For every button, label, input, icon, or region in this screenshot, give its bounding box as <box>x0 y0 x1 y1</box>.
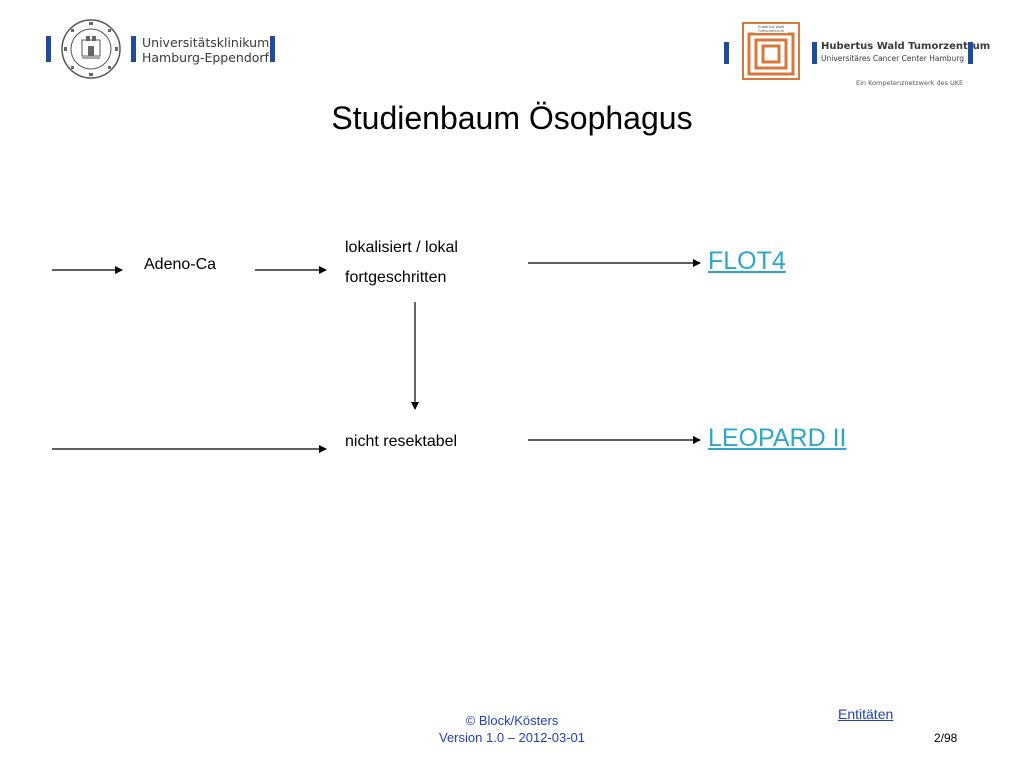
uke-logo-bar-right <box>270 36 275 62</box>
hw-logo-emblem-icon: Hubertus Wald Tumorzentrum <box>742 22 800 80</box>
uke-logo-text: Universitätsklinikum Hamburg-Eppendorf <box>142 35 269 65</box>
uke-logo-line2: Hamburg-Eppendorf <box>142 50 269 65</box>
hw-logo-bar-right <box>968 42 973 64</box>
node-nicht-resektabel: nicht resektabel <box>345 433 458 450</box>
hw-logo-text: Hubertus Wald Tumorzentrum Universitäres… <box>821 41 990 64</box>
hw-logo-tagline: Ein Kompetenznetzwerk des UKE <box>856 79 964 87</box>
hw-logo-bar-left <box>724 42 729 64</box>
node-lokalisiert: lokalisiert / lokal fortgeschritten <box>345 233 458 293</box>
slide-title: Studienbaum Ösophagus <box>331 100 693 136</box>
uke-logo-bar-middle <box>131 36 136 62</box>
footer-credits: © Block/Kösters Version 1.0 – 2012-03-01 <box>0 712 1024 746</box>
university-seal-icon <box>61 19 121 79</box>
svg-text:Tumorzentrum: Tumorzentrum <box>757 29 785 33</box>
node-lokalisiert-line2: fortgeschritten <box>345 269 447 286</box>
link-flot4[interactable]: FLOT4 <box>708 247 786 275</box>
uke-logo-bar-left <box>46 36 51 62</box>
link-leopard-ii[interactable]: LEOPARD II <box>708 424 847 452</box>
footer-copyright: © Block/Kösters <box>465 713 559 728</box>
entities-link[interactable]: Entitäten <box>838 706 894 722</box>
uke-logo-line1: Universitätsklinikum <box>142 35 270 50</box>
hw-logo-subtitle: Universitäres Cancer Center Hamburg <box>821 54 965 63</box>
hw-logo-bar-middle <box>812 42 817 64</box>
hw-logo-title: Hubertus Wald Tumorzentrum <box>821 41 991 52</box>
page-number: 2/98 <box>934 731 958 745</box>
node-lokalisiert-line1: lokalisiert / lokal <box>345 239 458 256</box>
node-adeno-ca: Adeno-Ca <box>144 256 217 273</box>
svg-text:Hubertus Wald: Hubertus Wald <box>758 25 784 29</box>
footer-version: Version 1.0 – 2012-03-01 <box>439 730 585 745</box>
